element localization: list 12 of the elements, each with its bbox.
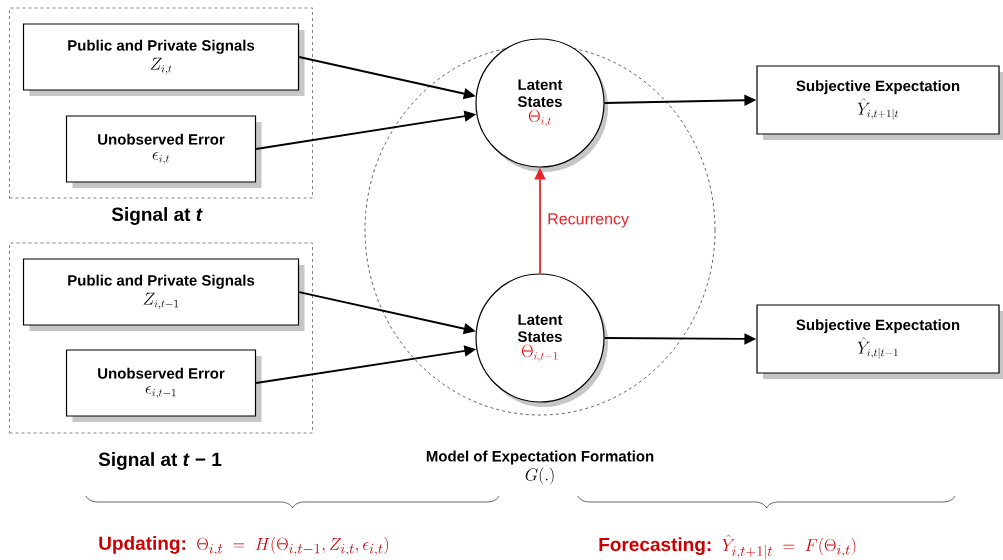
process-box: Unobserved Error $\epsilon_{i,t-1}$ bbox=[65, 349, 262, 422]
formula-label: Forecasting: $\hat{Y}_{i,t+1|t} \;=\; F(\Theta_{i,t})$ bbox=[599, 534, 856, 560]
process-box: Public and Private Signals $Z_{i,t-1}$ bbox=[22, 258, 305, 331]
process-box: Public and Private Signals $Z_{i,t}$ bbox=[22, 23, 305, 96]
formula-label: Updating: $\Theta_{i,t} \;=\; H(\Theta_{i,t-1}, Z_{i,t}, \epsilon_{i,t})$ bbox=[99, 536, 388, 556]
process-box: Unobserved Error $\epsilon_{i,t}$ bbox=[65, 115, 262, 188]
node-label: Signal at t − 1 bbox=[98, 452, 222, 470]
process-box: Subjective Expectation $\hat{Y}_{i,t|t-1}$ bbox=[756, 304, 1003, 379]
process-box: Subjective Expectation $\hat{Y}_{i,t+1|t}$ bbox=[756, 65, 1003, 140]
edge-label: Recurrency bbox=[546, 212, 630, 229]
node-label: Model of Expectation Formation $G(.)$ bbox=[426, 450, 654, 485]
node-label: Signal at t bbox=[111, 207, 203, 225]
